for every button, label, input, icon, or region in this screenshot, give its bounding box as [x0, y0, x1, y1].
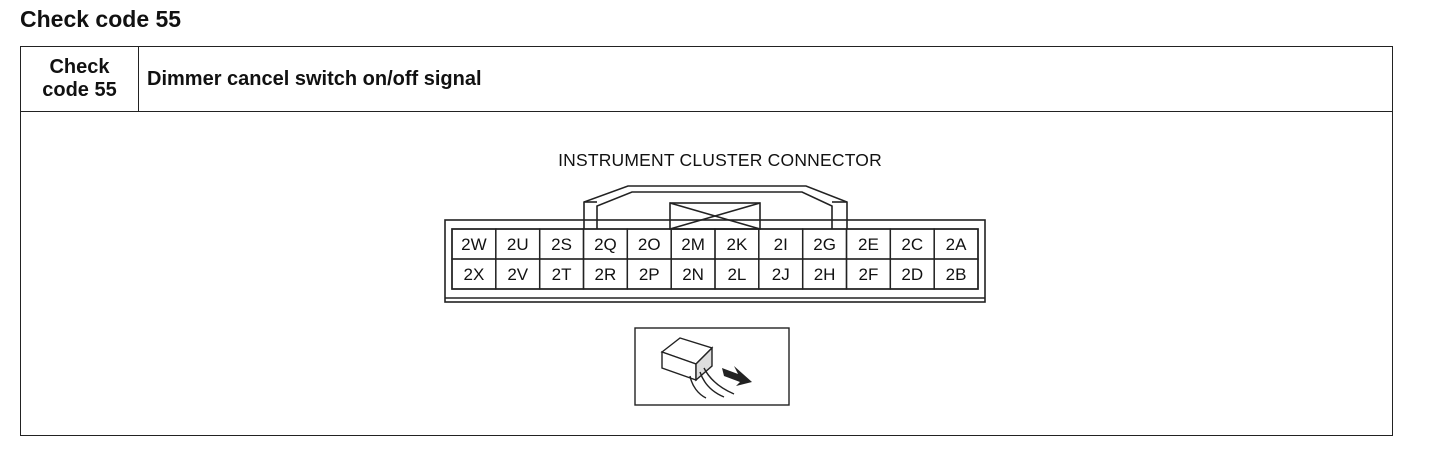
description-cell: Dimmer cancel switch on/off signal — [147, 67, 482, 90]
pin-label-2h: 2H — [814, 265, 836, 284]
pin-label-2k: 2K — [727, 235, 748, 254]
pin-label-2l: 2L — [727, 265, 746, 284]
pin-label-2j: 2J — [772, 265, 790, 284]
pin-label-2s: 2S — [551, 235, 572, 254]
view-direction-icon — [634, 327, 790, 406]
pin-grid: 2W 2U 2S 2Q 2O 2M 2K 2I 2G 2E 2C 2A 2X 2V 2T 2R 2P 2N 2L 2J… — [451, 228, 979, 290]
page-title: Check code 55 — [20, 6, 182, 32]
pin-label-2b: 2B — [946, 265, 967, 284]
pin-label-2x: 2X — [464, 265, 485, 284]
pin-label-2d: 2D — [901, 265, 923, 284]
pin-label-2i: 2I — [774, 235, 788, 254]
connector-lock-tab — [583, 185, 848, 229]
pin-label-2f: 2F — [858, 265, 878, 284]
connector-title: INSTRUMENT CLUSTER CONNECTOR — [558, 150, 882, 170]
pin-label-2c: 2C — [901, 235, 923, 254]
connector-key-mark — [669, 202, 761, 230]
pin-label-2t: 2T — [552, 265, 572, 284]
pin-label-2n: 2N — [682, 265, 704, 284]
pin-label-2g: 2G — [813, 235, 836, 254]
pin-label-2m: 2M — [681, 235, 705, 254]
pin-label-2q: 2Q — [594, 235, 617, 254]
pin-label-2w: 2W — [461, 235, 487, 254]
check-code-cell: Check code 55 — [21, 47, 139, 111]
pin-label-2v: 2V — [507, 265, 528, 284]
pin-label-2u: 2U — [507, 235, 529, 254]
pin-label-2p: 2P — [639, 265, 660, 284]
pin-label-2r: 2R — [595, 265, 617, 284]
check-code-table: Check code 55 Dimmer cancel switch on/of… — [20, 46, 1393, 436]
table-header-row: Check code 55 Dimmer cancel switch on/of… — [21, 47, 1392, 112]
pin-label-2a: 2A — [946, 235, 967, 254]
pin-label-2o: 2O — [638, 235, 661, 254]
pin-cell — [933, 258, 979, 290]
pin-label-2e: 2E — [858, 235, 879, 254]
